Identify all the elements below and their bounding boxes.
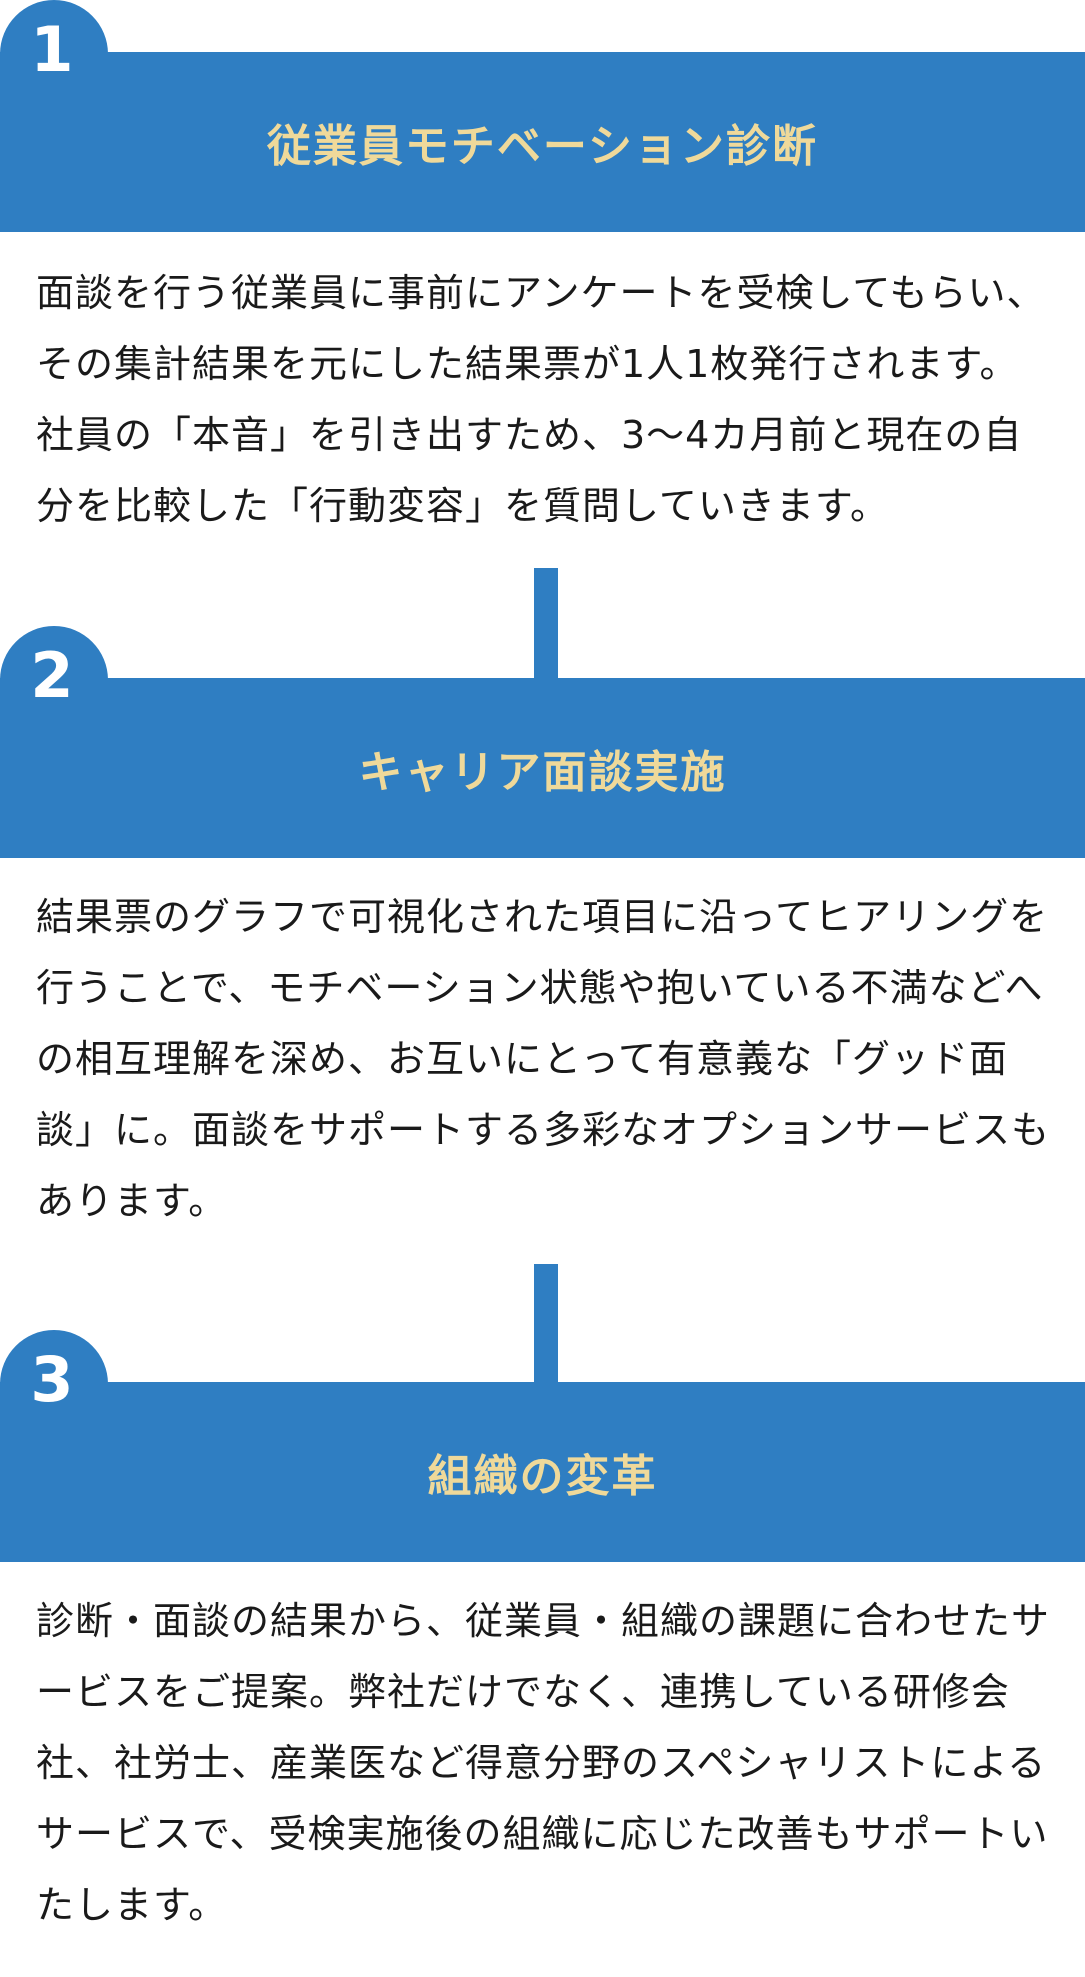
step-connector	[534, 568, 558, 680]
step-title-band	[0, 52, 1085, 232]
step-number: 1	[30, 13, 74, 86]
step-title-band	[0, 678, 1085, 858]
step-number: 3	[30, 1343, 74, 1416]
step-title-band	[0, 1382, 1085, 1562]
step-connector	[534, 1264, 558, 1384]
step-description: 面談を行う従業員に事前にアンケートを受検してもらい、その集計結果を元にした結果票…	[36, 271, 1046, 528]
step-title: 組織の変革	[427, 1451, 658, 1502]
step-title: キャリア面談実施	[358, 747, 727, 798]
step-number: 2	[30, 639, 74, 712]
step-description: 診断・面談の結果から、従業員・組織の課題に合わせたサービスをご提案。弊社だけでな…	[36, 1599, 1051, 1927]
step-title: 従業員モチベーション診断	[266, 121, 819, 172]
step-description: 結果票のグラフで可視化された項目に沿ってヒアリングを行うことで、モチベーション状…	[36, 895, 1051, 1223]
